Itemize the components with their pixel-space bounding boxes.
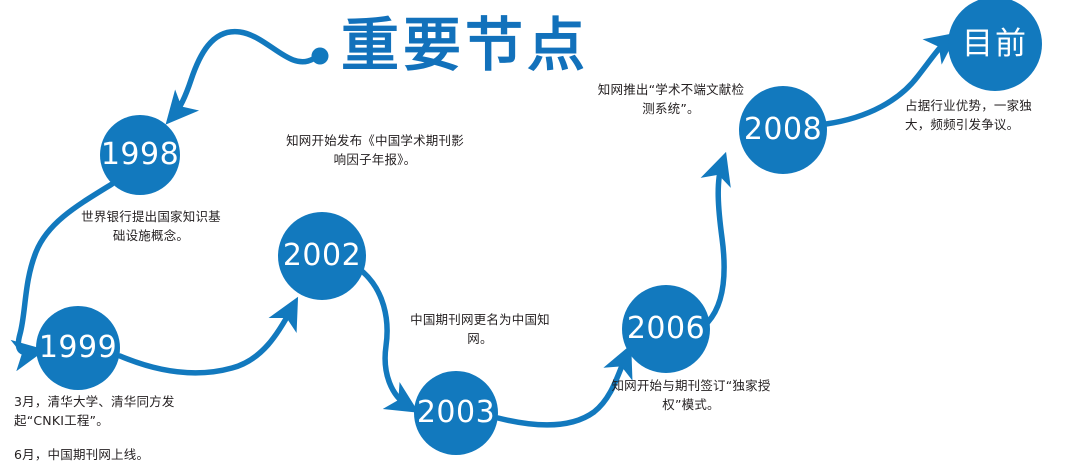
- connector-2006-to-2008: [700, 151, 731, 325]
- node-2002[interactable]: 2002: [278, 212, 366, 300]
- connector-1999-to-2002: [117, 296, 299, 376]
- annotation-2003-line-1: 中国期刊网更名为中国知网。: [410, 312, 550, 347]
- node-current-label: 目前: [962, 25, 1028, 62]
- annotation-2008: 知网推出“学术不端文献检测系统”。: [592, 80, 750, 119]
- annotation-current-line-1: 占据行业优势，一家独大，频频引发争议。: [905, 98, 1033, 133]
- connector-1998-to-1999: [10, 181, 115, 372]
- node-1998-label: 1998: [100, 137, 180, 172]
- annotation-2006-line-1: 知网开始与期刊签订“独家授权”模式。: [611, 378, 771, 413]
- annotation-2006: 知网开始与期刊签订“独家授权”模式。: [600, 376, 782, 415]
- node-2006[interactable]: 2006: [622, 285, 710, 373]
- node-2008[interactable]: 2008: [739, 86, 827, 174]
- annotation-2002-line-1: 知网开始发布《中国学术期刊影响因子年报》。: [286, 133, 464, 168]
- annotation-1998-line-1: 世界银行提出国家知识基础设施概念。: [81, 209, 221, 244]
- connector-2002-to-2003: [360, 269, 419, 413]
- connector-2003-to-2006: [495, 344, 633, 428]
- node-current[interactable]: 目前: [948, 0, 1042, 91]
- page-title: 重要节点: [341, 11, 590, 79]
- annotation-1998: 世界银行提出国家知识基础设施概念。: [80, 207, 222, 246]
- node-1999[interactable]: 1999: [36, 306, 120, 390]
- node-2003[interactable]: 2003: [414, 371, 498, 455]
- node-2003-label: 2003: [416, 395, 496, 430]
- annotation-1999: 3月，清华大学、清华同方发起“CNKI工程”。 6月，中国期刊网上线。: [14, 392, 210, 464]
- connector-dot-to-1998: [165, 28, 316, 125]
- node-1998[interactable]: 1998: [100, 115, 180, 195]
- node-1999-label: 1999: [38, 330, 118, 365]
- connector-2008-to-current: [823, 32, 959, 127]
- annotation-2002: 知网开始发布《中国学术期刊影响因子年报》。: [286, 131, 464, 170]
- node-2002-label: 2002: [282, 238, 362, 273]
- annotation-2008-line-1: 知网推出“学术不端文献检测系统”。: [597, 82, 745, 117]
- annotation-2003: 中国期刊网更名为中国知网。: [409, 310, 551, 349]
- node-2006-label: 2006: [626, 311, 706, 346]
- annotation-1999-line-2: 6月，中国期刊网上线。: [14, 446, 150, 462]
- node-2008-label: 2008: [743, 112, 823, 147]
- annotation-1999-line-1: 3月，清华大学、清华同方发起“CNKI工程”。: [14, 394, 175, 429]
- annotation-current: 占据行业优势，一家独大，频频引发争议。: [905, 96, 1057, 135]
- path-start-dot: [311, 47, 329, 65]
